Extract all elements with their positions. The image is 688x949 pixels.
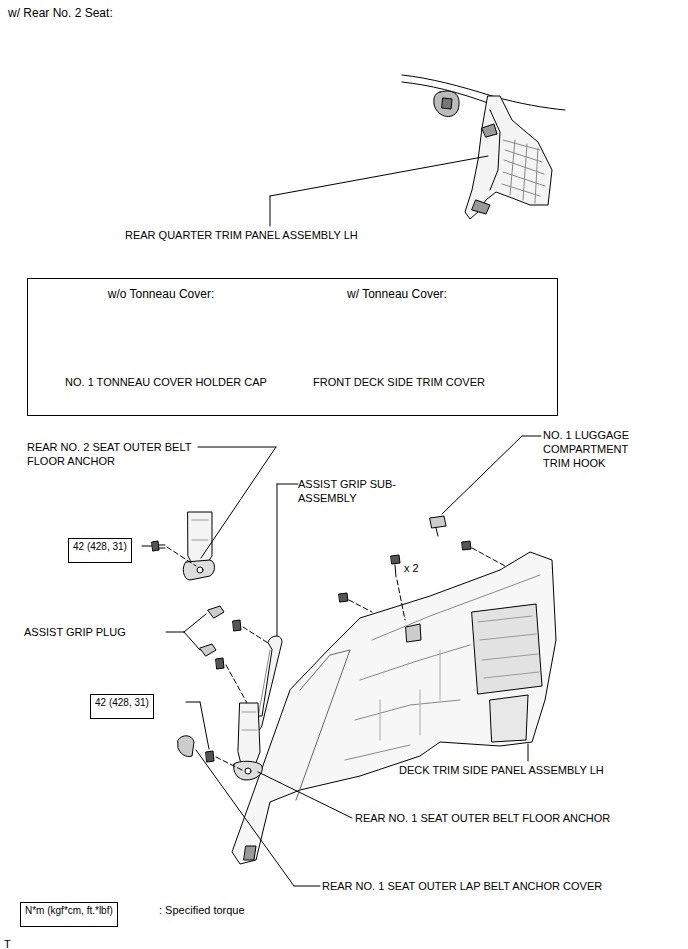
torque-box: 42 (428, 31) xyxy=(68,538,132,563)
part-label: T xyxy=(4,937,24,949)
part-label: REAR NO. 1 SEAT OUTER LAP BELT ANCHOR CO… xyxy=(322,879,662,893)
torque-value: 42 (428, 31) xyxy=(73,540,127,553)
part-label: : Specified torque xyxy=(159,903,299,917)
part-label: ASSIST GRIP PLUG xyxy=(24,625,164,639)
option-heading: w/ Tonneau Cover: xyxy=(282,287,512,301)
option-heading: w/o Tonneau Cover: xyxy=(46,287,276,301)
part-label: DECK TRIM SIDE PANEL ASSEMBLY LH xyxy=(399,763,659,777)
assist-grip-plug xyxy=(200,606,224,656)
bolt xyxy=(152,541,165,551)
lap-belt-anchor-cover xyxy=(178,736,194,757)
option-frame: w/o Tonneau Cover: w/ Tonneau Cover: NO. 1… xyxy=(27,278,558,416)
part-label: x 2 xyxy=(404,561,434,575)
part-label: REAR NO. 2 SEAT OUTER BELT FLOOR ANCHOR xyxy=(27,440,195,468)
luggage-trim-hook xyxy=(430,516,446,536)
torque-box: 42 (428, 31) xyxy=(90,694,154,719)
torque-box: N*m (kgf*cm, ft.*lbf) xyxy=(20,902,118,927)
clip xyxy=(339,541,471,602)
torque-value: 42 (428, 31) xyxy=(95,696,149,709)
rear-no2-belt-anchor xyxy=(183,512,214,580)
part-label: REAR QUARTER TRIM PANEL ASSEMBLY LH xyxy=(125,228,425,242)
heading: w/ Rear No. 2 Seat: xyxy=(8,6,113,20)
bolt xyxy=(216,620,241,669)
part-label: REAR NO. 1 SEAT OUTER BELT FLOOR ANCHOR xyxy=(355,811,655,825)
rear-quarter-trim-panel xyxy=(402,75,565,219)
part-name: NO. 1 TONNEAU COVER HOLDER CAP xyxy=(51,375,281,389)
part-label: NO. 1 LUGGAGE COMPARTMENT TRIM HOOK xyxy=(543,428,643,470)
part-label: ASSIST GRIP SUB-ASSEMBLY xyxy=(298,477,410,505)
part-name: FRONT DECK SIDE TRIM COVER xyxy=(284,375,514,389)
bolt xyxy=(206,751,214,762)
torque-value: N*m (kgf*cm, ft.*lbf) xyxy=(25,904,113,917)
